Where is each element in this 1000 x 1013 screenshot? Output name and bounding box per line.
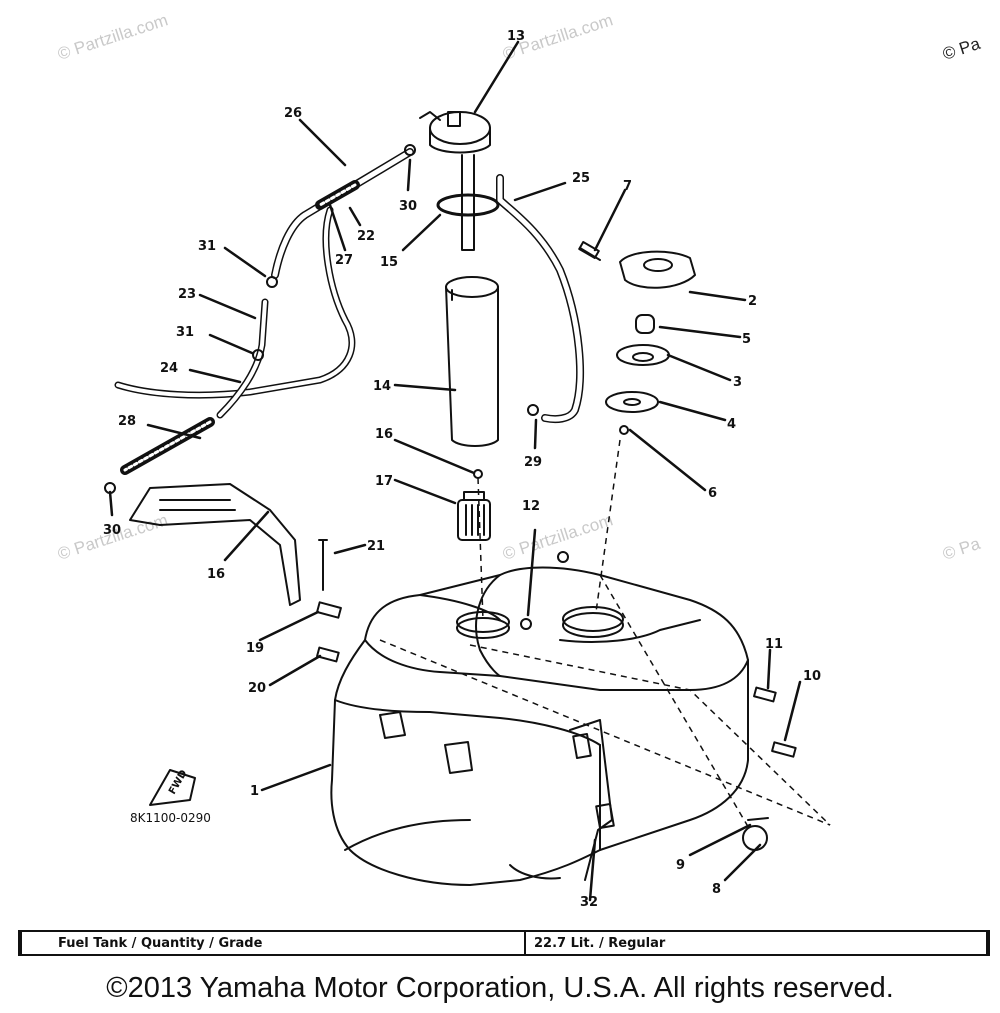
hose-clip xyxy=(404,144,416,156)
callout-10: 10 xyxy=(803,669,821,684)
cap-plate xyxy=(616,344,670,366)
callout-8: 8 xyxy=(712,882,721,897)
callout-30b: 30 xyxy=(103,523,121,538)
watermark: © Pa xyxy=(940,534,983,564)
callout-31: 31 xyxy=(198,239,216,254)
copyright-notice: ©2013 Yamaha Motor Corporation, U.S.A. A… xyxy=(106,972,894,1004)
hose-clip xyxy=(266,276,278,288)
callout-26: 26 xyxy=(284,106,302,121)
callout-29: 29 xyxy=(524,455,542,470)
fuel-sender-unit xyxy=(419,111,491,251)
cap-screw xyxy=(619,425,629,435)
grommet xyxy=(557,551,569,563)
callout-16: 16 xyxy=(375,427,393,442)
bolt xyxy=(771,741,797,758)
spec-label: Fuel Tank / Quantity / Grade xyxy=(22,932,526,954)
strainer-tube xyxy=(445,276,499,447)
callout-15: 15 xyxy=(380,255,398,270)
callout-23: 23 xyxy=(178,287,196,302)
fuel-cap xyxy=(578,241,696,289)
cap-spring xyxy=(635,314,655,334)
watermark: © Partzilla.com xyxy=(55,10,170,63)
bolt xyxy=(753,686,777,703)
callout-19: 19 xyxy=(246,641,264,656)
callout-9: 9 xyxy=(676,858,685,873)
spec-table: Fuel Tank / Quantity / Grade 22.7 Lit. /… xyxy=(18,930,990,956)
hose-clip xyxy=(473,469,483,479)
callout-6: 6 xyxy=(708,486,717,501)
callout-22: 22 xyxy=(357,229,375,244)
callout-21: 21 xyxy=(367,539,385,554)
callout-13: 13 xyxy=(507,29,525,44)
grommet xyxy=(520,618,532,630)
callout-32: 32 xyxy=(580,895,598,910)
callout-24: 24 xyxy=(160,361,178,376)
callout-11: 11 xyxy=(765,637,783,652)
callout-27: 27 xyxy=(335,253,353,268)
watermark: © Pa xyxy=(940,34,983,64)
callout-31b: 31 xyxy=(176,325,194,340)
callout-16b: 16 xyxy=(207,567,225,582)
callout-7: 7 xyxy=(623,179,632,194)
callout-14: 14 xyxy=(373,379,391,394)
callout-25: 25 xyxy=(572,171,590,186)
callout-20: 20 xyxy=(248,681,266,696)
fuel-tank xyxy=(330,566,749,886)
collar xyxy=(316,601,342,619)
callout-5: 5 xyxy=(742,332,751,347)
callout-2: 2 xyxy=(748,294,757,309)
callout-1: 1 xyxy=(250,784,259,799)
callout-3: 3 xyxy=(733,375,742,390)
hose-clip xyxy=(252,349,264,361)
collar xyxy=(316,646,340,663)
callout-28: 28 xyxy=(118,414,136,429)
callout-4: 4 xyxy=(727,417,736,432)
cock xyxy=(742,817,769,851)
spec-value: 22.7 Lit. / Regular xyxy=(534,935,666,951)
tank-bracket xyxy=(129,483,301,606)
hose-clip xyxy=(527,404,539,416)
callout-12: 12 xyxy=(522,499,540,514)
bolt xyxy=(318,539,328,591)
gasket xyxy=(436,193,500,217)
cap-gasket xyxy=(605,391,659,413)
vent-hose xyxy=(114,206,356,399)
callout-30: 30 xyxy=(399,199,417,214)
fwd-label: FWD xyxy=(167,768,190,796)
callout-17: 17 xyxy=(375,474,393,489)
parts-diagram: © Partzilla.com © Partzilla.com © Partzi… xyxy=(55,10,983,910)
diagram-code: 8K1100-0290 xyxy=(130,811,211,825)
fwd-arrow-icon xyxy=(149,769,196,806)
fuel-filter xyxy=(457,491,491,541)
